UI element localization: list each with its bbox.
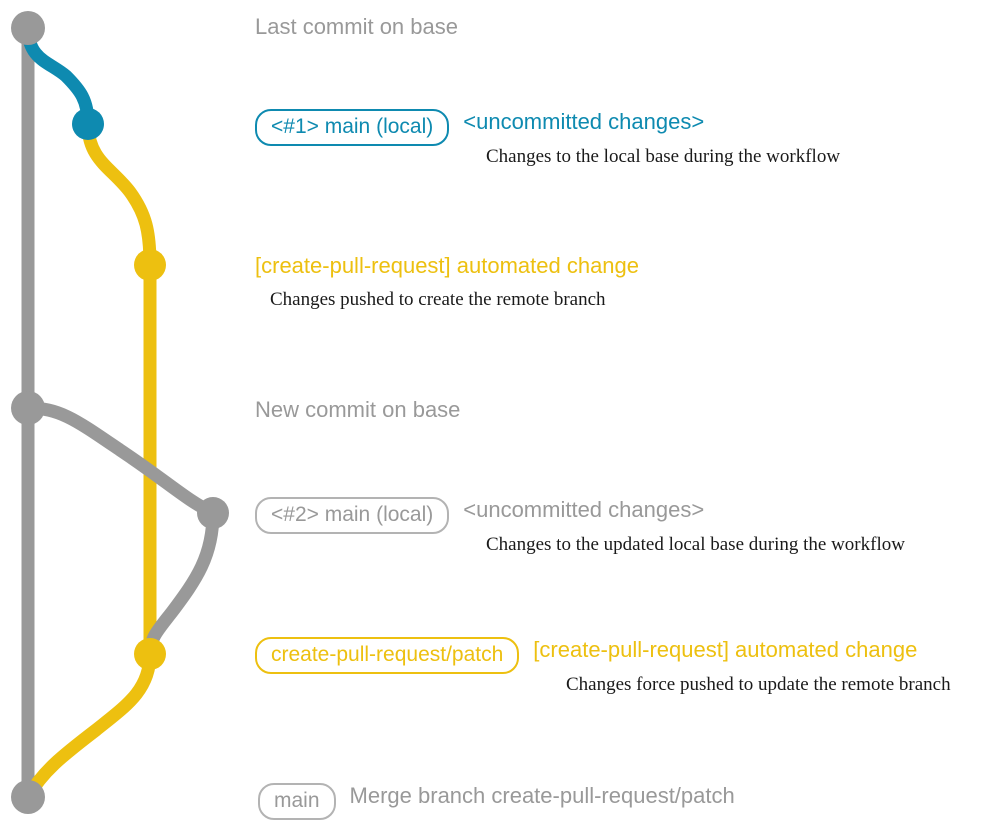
- label-new-commit-on-base: New commit on base: [255, 397, 461, 422]
- label-uncommitted-changes-1: <uncommitted changes>: [463, 109, 705, 134]
- label-uncommitted-changes-2: <uncommitted changes>: [463, 497, 705, 522]
- local-change-node: [72, 108, 104, 140]
- label-automated-change-2: [create-pull-request] automated change: [533, 637, 918, 662]
- patch-to-merge-line: [21, 647, 157, 804]
- subtext-changes-force-pushed: Changes force pushed to update the remot…: [566, 674, 951, 695]
- row-remote-force-push: create-pull-request/patch [create-pull-r…: [255, 637, 917, 674]
- row-local-commit-2: <#2> main (local) <uncommitted changes>: [255, 497, 704, 534]
- branch-pill-main[interactable]: main: [258, 783, 336, 820]
- branch-pill-create-pull-request-patch[interactable]: create-pull-request/patch: [255, 637, 520, 674]
- label-merge-branch: Merge branch create-pull-request/patch: [349, 783, 735, 808]
- subtext-updated-local-base-changes: Changes to the updated local base during…: [486, 534, 905, 555]
- base-head-node: [11, 11, 45, 45]
- local-update-node: [197, 497, 229, 529]
- subtext-changes-pushed-create: Changes pushed to create the remote bran…: [270, 289, 606, 310]
- label-automated-change-1: [create-pull-request] automated change: [255, 253, 640, 278]
- commit-nodes: [11, 11, 229, 814]
- remote-branch-node: [134, 249, 166, 281]
- base-to-local-update-line: [21, 401, 220, 520]
- remote-patch-node: [134, 638, 166, 670]
- branch-pill-main-local-2[interactable]: <#2> main (local): [255, 497, 450, 534]
- base-new-commit-node: [11, 391, 45, 425]
- merge-node: [11, 780, 45, 814]
- local-branch-line: [21, 21, 95, 131]
- subtext-local-base-changes: Changes to the local base during the wor…: [486, 146, 841, 167]
- local-update-to-patch-line: [143, 506, 220, 661]
- row-local-commit-1: <#1> main (local) <uncommitted changes>: [255, 109, 704, 146]
- label-last-commit-on-base: Last commit on base: [255, 14, 458, 39]
- row-merge-commit: main Merge branch create-pull-request/pa…: [258, 783, 735, 820]
- remote-branch-line-upper: [81, 117, 157, 272]
- branch-pill-main-local-1[interactable]: <#1> main (local): [255, 109, 450, 146]
